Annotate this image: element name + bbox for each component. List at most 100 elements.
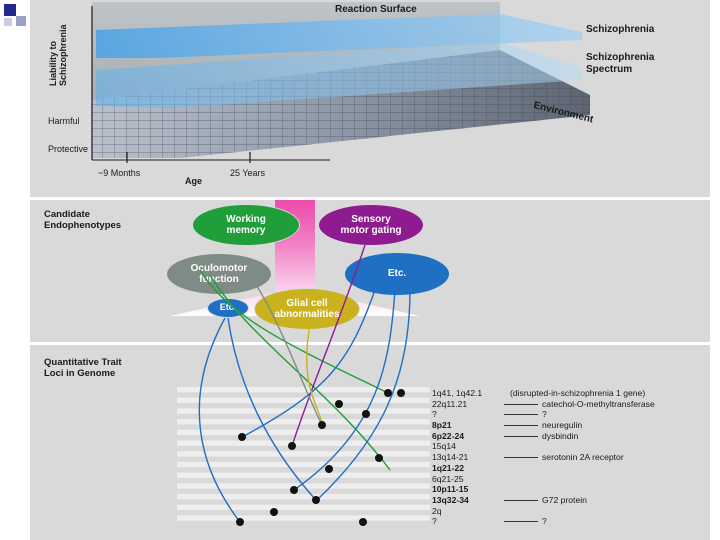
- glial-cell-abnormalities-oval: Glial cell abnormalities: [254, 288, 360, 330]
- qtl-dot: [288, 442, 296, 450]
- list-item: 8p21 neuregulin: [432, 420, 655, 431]
- endophenotypes-panel: Candidate Endophenotypes Working memory …: [30, 200, 710, 342]
- protective-level-label: Protective: [48, 144, 89, 154]
- list-item: 22q11.21 catechol-O-methyltransferase: [432, 399, 655, 410]
- list-item: 6p22-24 dysbindin: [432, 431, 655, 442]
- slide-corner-bullet: [0, 0, 30, 40]
- age-axis-label: Age: [185, 176, 203, 186]
- oculomotor-function-label-line2: function: [199, 274, 239, 285]
- connection-glial-8p21: [306, 324, 324, 426]
- reaction-surface-title: Reaction Surface: [335, 4, 417, 15]
- qtl-loci-list: 1q41, 1q42.1 (disrupted-in-schizophrenia …: [432, 388, 655, 527]
- gene-label: serotonin 2A receptor: [542, 452, 624, 463]
- locus-label: 13q14-21: [432, 452, 469, 463]
- connection-working-memory-13q14: [209, 274, 391, 471]
- qtl-dot: [359, 518, 367, 526]
- spectrum-surface-label-line1: Schizophrenia: [586, 52, 655, 63]
- gene-label: ?: [542, 516, 547, 527]
- age-tick-25-years: 25 Years: [230, 168, 266, 178]
- connector-dash: [504, 403, 538, 405]
- harmful-level-label: Harmful: [48, 116, 80, 126]
- endophenotypes-heading-line2: Endophenotypes: [44, 220, 122, 231]
- locus-label: 8p21: [432, 420, 452, 431]
- list-item: 6q21-25: [432, 474, 655, 485]
- locus-label: 6p22-24: [432, 430, 465, 441]
- sensory-motor-gating-label-line1: Sensory: [351, 214, 391, 225]
- qtl-dot: [290, 486, 298, 494]
- connector-dash: [504, 435, 538, 437]
- gene-label: neuregulin: [542, 420, 583, 431]
- connector-dash: [504, 499, 538, 501]
- locus-label: 10p11-15: [432, 484, 469, 495]
- connection-etc-small-2q: [198, 317, 241, 523]
- reaction-surface-panel: Reaction Surface Liability to Schizophre…: [30, 0, 710, 197]
- locus-label: 1q41, 1q42.1: [432, 388, 483, 398]
- qtl-dot: [335, 400, 343, 408]
- working-memory-label-line2: memory: [226, 225, 266, 236]
- list-item: ??: [432, 516, 655, 527]
- sensory-motor-gating-label-line2: motor gating: [340, 225, 402, 236]
- locus-label: ?: [432, 409, 437, 420]
- qtl-dot: [238, 433, 246, 441]
- connection-etc-large-22q: [241, 289, 376, 438]
- age-tick-9-months: ~9 Months: [98, 168, 141, 178]
- connection-oculomotor-8p21: [249, 274, 323, 426]
- sensory-motor-gating-oval: Sensory motor gating: [318, 204, 424, 246]
- endophenotypes-heading-line1: Candidate: [44, 209, 90, 220]
- locus-label: 2q: [432, 505, 442, 516]
- qtl-dot: [325, 465, 333, 473]
- list-item: 13q32-34 G72 protein: [432, 495, 655, 506]
- connector-dash: [504, 425, 538, 427]
- connection-etc-large-1q21: [293, 289, 396, 491]
- qtl-dot: [362, 410, 370, 418]
- qtl-heading-line1: Quantitative Trait: [44, 357, 122, 368]
- gene-label: catechol-O-methyltransferase: [542, 398, 655, 409]
- list-item: 10p11-15: [432, 484, 655, 495]
- qtl-heading-line2: Loci in Genome: [44, 368, 116, 379]
- connection-sensory-gating-6p22: [291, 244, 366, 447]
- locus-label: 22q11.21: [432, 398, 468, 409]
- connection-etc-large-13q32: [317, 289, 411, 500]
- etc-small-label: Etc.: [219, 302, 237, 312]
- connector-dash: [504, 414, 538, 416]
- gene-label: G72 protein: [542, 494, 587, 505]
- spectrum-surface-label-line2: Spectrum: [586, 64, 633, 75]
- gene-label: (disrupted-in-schizophrenia 1 gene): [510, 388, 646, 398]
- connection-working-memory-1q41: [199, 269, 389, 394]
- qtl-panel: Quantitative Trait Loci in Genome: [30, 345, 710, 540]
- locus-label: 6q21-25: [432, 473, 464, 484]
- list-item: 2q: [432, 506, 655, 517]
- connector-dash: [504, 521, 538, 523]
- qtl-dot: [384, 389, 392, 397]
- list-item: ??: [432, 409, 655, 420]
- list-item: 15q14: [432, 441, 655, 452]
- qtl-dot: [270, 508, 278, 516]
- list-item: 1q21-22: [432, 463, 655, 474]
- connection-etc-small-10p: [227, 317, 316, 500]
- qtl-dot: [312, 496, 320, 504]
- working-memory-oval: Working memory: [192, 204, 300, 246]
- glial-cell-label-line2: abnormalities: [274, 309, 340, 320]
- working-memory-label-line1: Working: [226, 214, 266, 225]
- reaction-surface-graphic: [91, 2, 590, 163]
- list-item: 1q41, 1q42.1 (disrupted-in-schizophrenia …: [432, 388, 655, 399]
- connector-dash: [504, 457, 538, 459]
- locus-label: ?: [432, 516, 437, 527]
- schizophrenia-surface-label: Schizophrenia: [586, 24, 655, 35]
- list-item: 13q14-21 serotonin 2A receptor: [432, 452, 655, 463]
- locus-label: 1q21-22: [432, 462, 465, 473]
- qtl-dot: [397, 389, 405, 397]
- oculomotor-function-label-line1: Oculomotor: [190, 263, 248, 274]
- qtl-dot: [236, 518, 244, 526]
- gene-label: dysbindin: [542, 430, 579, 441]
- endophenotype-arrow-graphic: [170, 200, 420, 316]
- etc-large-label: Etc.: [387, 268, 407, 279]
- qtl-dot: [375, 454, 383, 462]
- glial-cell-label-line1: Glial cell: [286, 298, 328, 309]
- gene-label: ?: [542, 409, 547, 420]
- etc-endophenotype-oval-large: Etc.: [344, 252, 450, 296]
- locus-label: 13q32-34: [432, 494, 469, 505]
- locus-label: 15q14: [432, 441, 456, 452]
- qtl-dot: [318, 421, 326, 429]
